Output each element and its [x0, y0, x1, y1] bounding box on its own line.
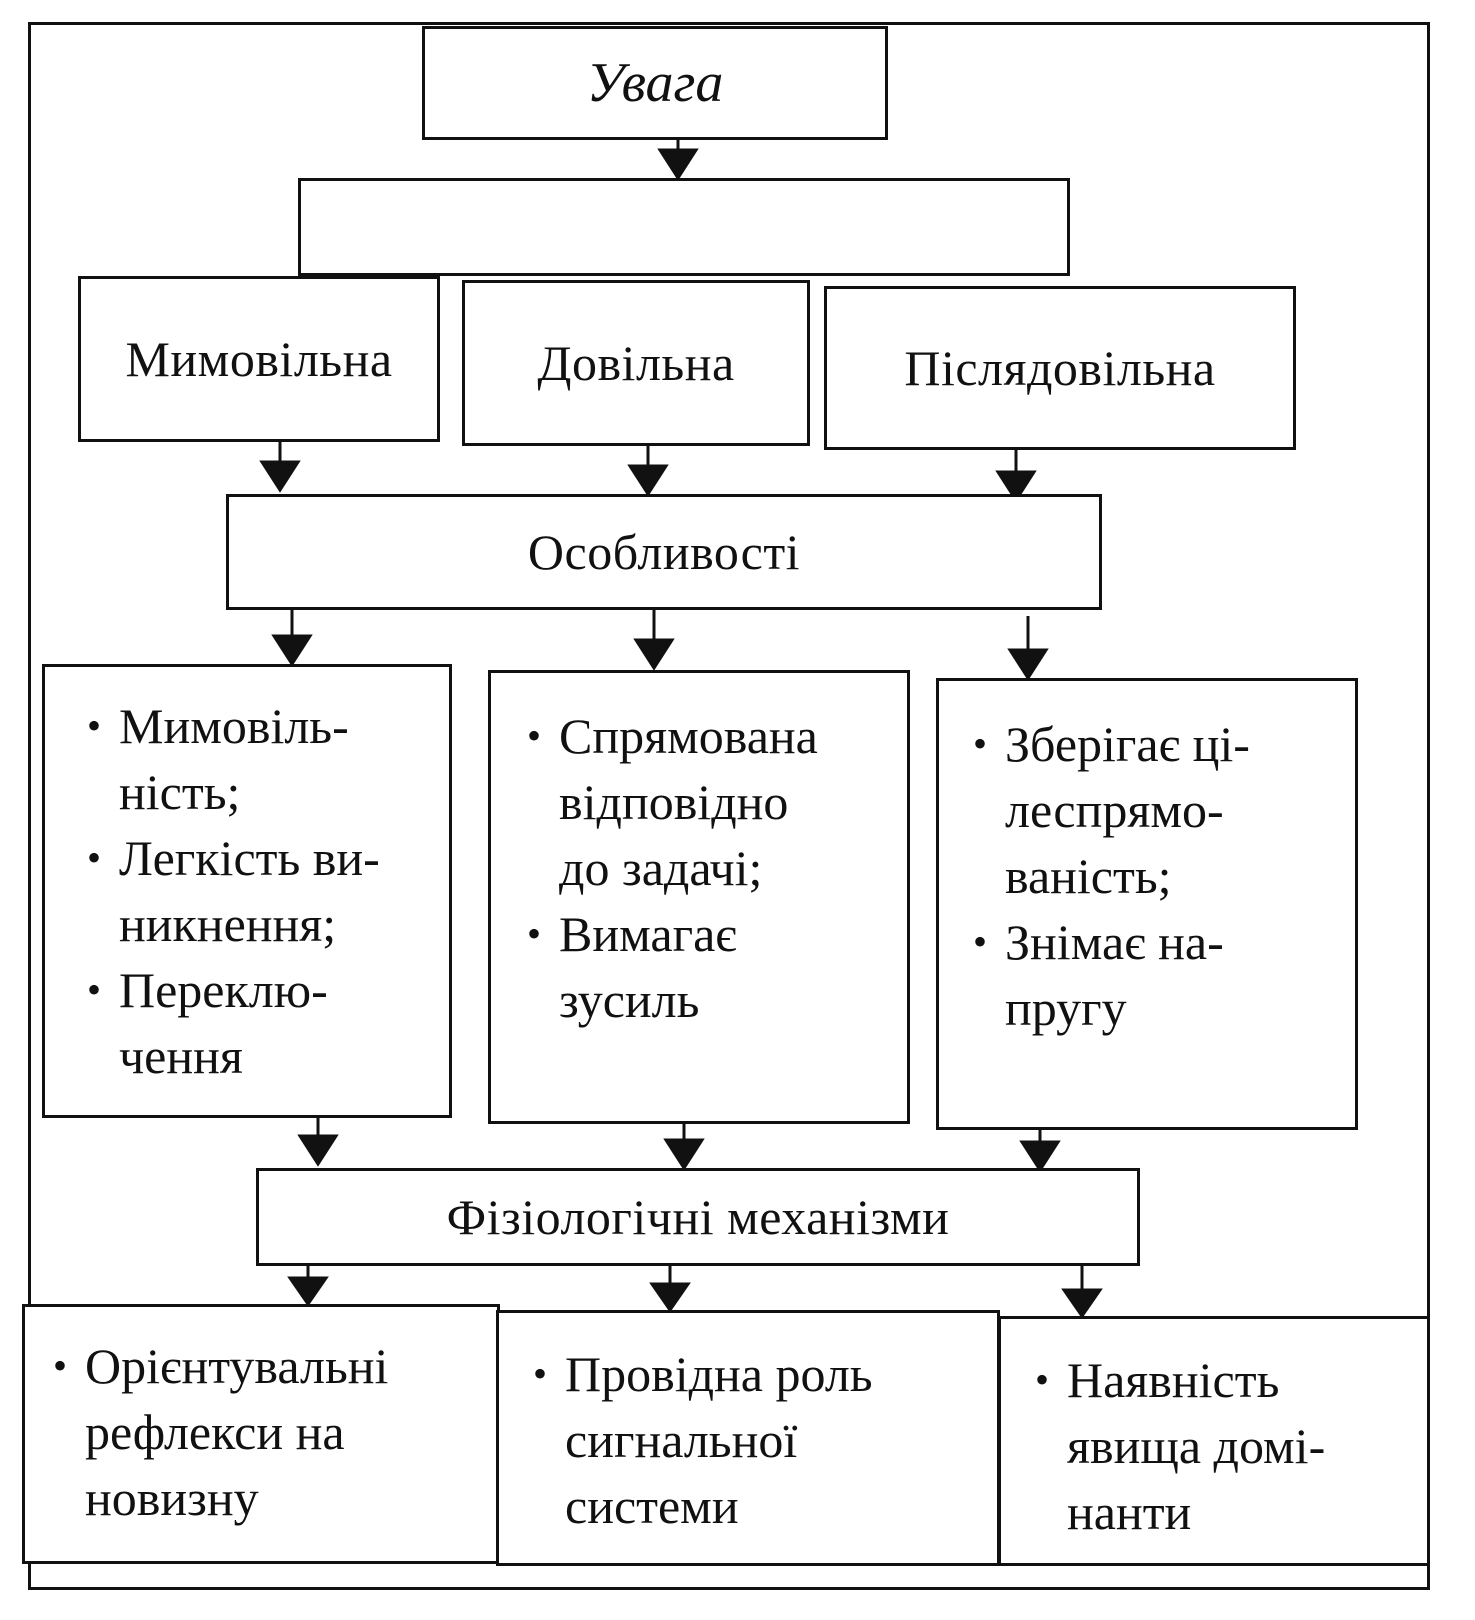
features-label: Особливості [527, 524, 801, 580]
list-item: Провідна роль сигнальної системи [529, 1341, 989, 1539]
feature-list-voluntary: Спрямована відповідно до задачі; Вимагає… [488, 670, 910, 1124]
list-item: Спрямована відповідно до задачі; [523, 703, 897, 901]
kind-box-involuntary: Мимовільна [78, 276, 440, 442]
list-item: Орієнтувальні рефлекси на новизну [49, 1333, 489, 1531]
list-item: Наявність явища домі- нанти [1031, 1347, 1419, 1545]
kind-label: Післядовільна [904, 340, 1216, 396]
kind-box-post-voluntary: Післядовільна [824, 286, 1296, 450]
mechanism-list-signal-system: Провідна роль сигнальної системи [496, 1310, 1000, 1566]
kind-label: Мимовільна [125, 331, 393, 387]
list-item: Знімає на- пругу [969, 909, 1345, 1041]
kinds-header-box [298, 178, 1070, 276]
features-box: Особливості [226, 494, 1102, 610]
feature-list-involuntary: Мимовіль- ність; Легкість ви- никнення; … [42, 664, 452, 1118]
mechanism-list-dominant: Наявність явища домі- нанти [998, 1316, 1430, 1566]
list-item: Вимагає зусиль [523, 901, 897, 1033]
kind-label: Довільна [537, 335, 735, 391]
arrowhead-root [657, 148, 699, 181]
mechanisms-box: Фізіологічні механізми [256, 1168, 1140, 1266]
list-item: Мимовіль- ність; [83, 693, 439, 825]
mechanisms-label: Фізіологічні механізми [446, 1189, 950, 1245]
list-item: Переклю- чення [83, 957, 439, 1089]
list-item: Легкість ви- никнення; [83, 825, 439, 957]
feature-list-post-voluntary: Зберігає ці- леспрямо- ваність; Знімає н… [936, 678, 1358, 1130]
diagram-frame [28, 22, 1430, 1590]
kind-box-voluntary: Довільна [462, 280, 810, 446]
mechanism-list-orienting: Орієнтувальні рефлекси на новизну [22, 1304, 500, 1564]
root-label: Увага [586, 52, 724, 114]
root-box: Увага [422, 26, 888, 140]
list-item: Зберігає ці- леспрямо- ваність; [969, 711, 1345, 909]
